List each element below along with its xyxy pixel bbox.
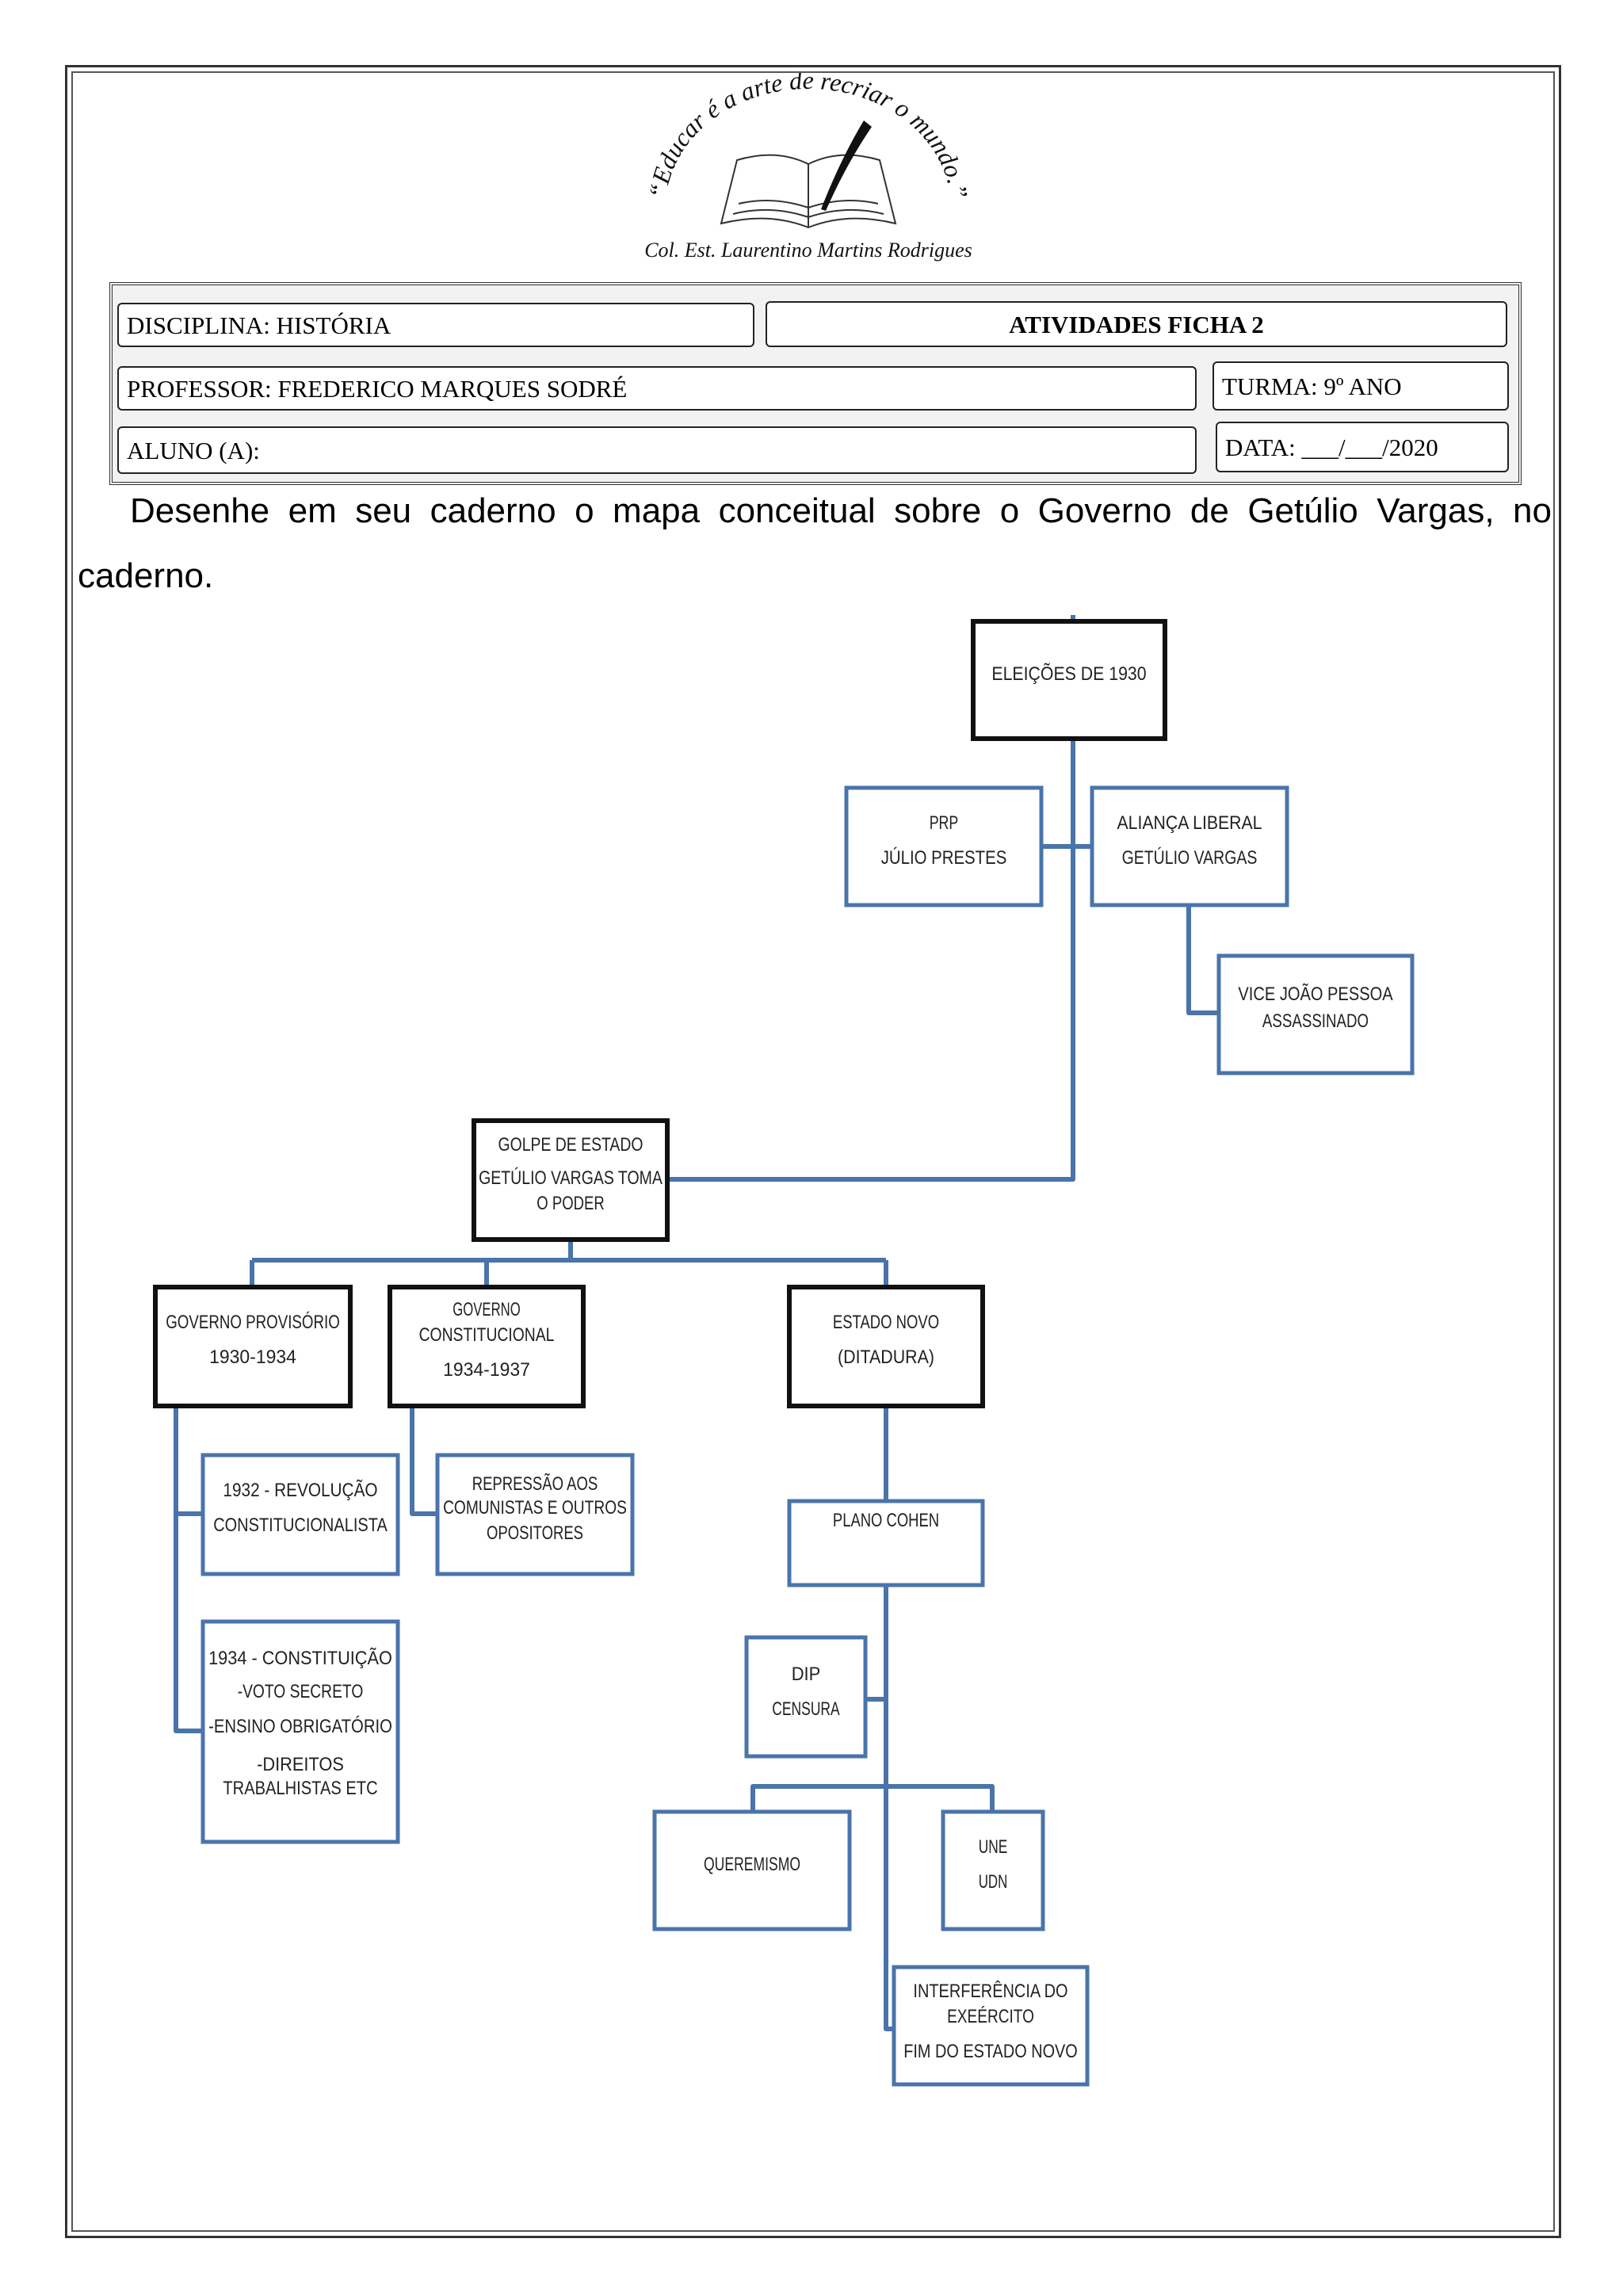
- connector-branch-provisorio: [174, 1406, 203, 1733]
- concept-node-provisorio: GOVERNO PROVISÓRIO 1930-1934: [153, 1285, 353, 1408]
- connector-branch-repressao: [410, 1406, 437, 1516]
- concept-label: TRABALHISTAS ETC: [223, 1778, 377, 1799]
- concept-node-constitucional: GOVERNO CONSTITUCIONAL 1934-1937: [388, 1285, 586, 1408]
- page-border: [65, 65, 1561, 2238]
- concept-box-repressao: [435, 1453, 635, 1576]
- concept-label: INTERFERÊNCIA DO: [913, 1981, 1067, 2002]
- connector-trunk-cohen: [884, 1585, 894, 2031]
- concept-label: PLANO COHEN: [833, 1510, 939, 1531]
- concept-node-queremismo: QUEREMISMO: [652, 1809, 852, 1931]
- instructions-text: Desenhe em seu caderno o mapa conceitual…: [78, 491, 1552, 595]
- concept-box-prp: [844, 785, 1044, 907]
- concept-node-interferencia: INTERFERÊNCIA DO EXEÉRCITO FIM DO ESTADO N…: [892, 1965, 1090, 2087]
- concept-box-golpe: [472, 1118, 670, 1242]
- connector-branch-vice: [1186, 905, 1219, 1015]
- concept-node-golpe: GOLPE DE ESTADO GETÚLIO VARGAS TOMA O PODE…: [472, 1118, 670, 1242]
- concept-label: PRP: [930, 812, 959, 834]
- concept-label: ESTADO NOVO: [833, 1312, 939, 1333]
- concept-box-eleicoes: [971, 619, 1167, 741]
- concept-label: GETÚLIO VARGAS TOMA: [479, 1167, 663, 1189]
- concept-label: O PODER: [537, 1193, 604, 1214]
- concept-box-alianca: [1090, 785, 1289, 907]
- concept-node-estado-novo: ESTADO NOVO (DITADURA): [787, 1285, 985, 1408]
- concept-box-dip: [744, 1635, 868, 1759]
- data-field[interactable]: DATA: ___/___/2020: [1216, 422, 1509, 472]
- concept-label: GOLPE DE ESTADO: [498, 1134, 643, 1156]
- concept-label: GETÚLIO VARGAS: [1122, 847, 1258, 869]
- concept-box-une: [941, 1809, 1045, 1931]
- concept-node-vice: VICE JOÃO PESSOA ASSASSINADO: [1216, 953, 1415, 1075]
- concept-box-provisorio: [153, 1285, 353, 1408]
- concept-label: OPOSITORES: [487, 1522, 583, 1544]
- concept-label: -ENSINO OBRIGATÓRIO: [208, 1716, 392, 1737]
- concept-node-cohen: PLANO COHEN: [787, 1499, 985, 1587]
- concept-label: CENSURA: [772, 1698, 839, 1720]
- ficha-title: ATIVIDADES FICHA 2: [766, 301, 1507, 347]
- connectors: [174, 615, 1219, 2031]
- disciplina-field: DISCIPLINA: HISTÓRIA: [117, 303, 754, 347]
- concept-label: JÚLIO PRESTES: [881, 847, 1007, 869]
- concept-box-vice: [1216, 953, 1415, 1075]
- open-book-icon: [720, 154, 897, 229]
- concept-label: ELEIÇÕES DE 1930: [991, 663, 1146, 685]
- concept-label: -VOTO SECRETO: [238, 1681, 364, 1702]
- concept-box-queremismo: [652, 1809, 852, 1931]
- concept-label: 1934-1937: [443, 1359, 530, 1381]
- connector-branch-quer-une: [750, 1784, 995, 1812]
- concept-label: UDN: [979, 1871, 1008, 1893]
- concept-label: COMUNISTAS E OUTROS: [443, 1497, 627, 1519]
- concept-box-constitucional: [388, 1285, 586, 1408]
- concept-node-alianca: ALIANÇA LIBERAL GETÚLIO VARGAS: [1090, 785, 1289, 907]
- concept-label: CONSTITUCIONAL: [419, 1324, 555, 1346]
- concept-box-estado-novo: [787, 1285, 985, 1408]
- concept-box-interferencia: [892, 1965, 1090, 2087]
- professor-field: PROFESSOR: FREDERICO MARQUES SODRÉ: [117, 366, 1197, 411]
- concept-label: -DIREITOS: [257, 1754, 344, 1775]
- concept-label: 1934 - CONSTITUIÇÃO: [208, 1648, 392, 1669]
- concept-label: ALIANÇA LIBERAL: [1117, 812, 1262, 834]
- connector-branch-golpe-gov: [250, 1240, 888, 1287]
- turma-field: TURMA: 9º ANO: [1212, 361, 1509, 411]
- aluno-field[interactable]: ALUNO (A):: [117, 426, 1197, 474]
- concept-label: UNE: [979, 1836, 1008, 1858]
- concept-node-dip: DIP CENSURA: [744, 1635, 868, 1759]
- concept-label: REPRESSÃO AOS: [472, 1473, 598, 1495]
- concept-box-cohen: [787, 1499, 985, 1587]
- concept-label: EXEÉRCITO: [947, 2006, 1034, 2027]
- concept-label: ASSASSINADO: [1262, 1010, 1369, 1032]
- concept-label: VICE JOÃO PESSOA: [1238, 984, 1392, 1005]
- concept-label: FIM DO ESTADO NOVO: [903, 2041, 1078, 2062]
- quill-pen-icon: [821, 120, 872, 211]
- concept-node-constituicao: 1934 - CONSTITUIÇÃO -VOTO SECRETO -ENSINO …: [200, 1619, 400, 1844]
- concept-node-eleicoes: ELEIÇÕES DE 1930: [971, 619, 1167, 741]
- concept-label: QUEREMISMO: [704, 1854, 800, 1875]
- concept-label: DIP: [792, 1664, 821, 1685]
- school-logo: “Educar é a arte de recriar o mundo.” Co…: [643, 73, 973, 262]
- concept-label: 1932 - REVOLUÇÃO: [223, 1480, 377, 1501]
- concept-box-constituicao: [200, 1619, 400, 1844]
- concept-label: 1930-1934: [209, 1347, 296, 1368]
- concept-node-prp: PRP JÚLIO PRESTES: [844, 785, 1044, 907]
- concept-label: GOVERNO: [453, 1299, 520, 1320]
- concept-box-revolucao: [200, 1453, 400, 1576]
- concept-label: GOVERNO PROVISÓRIO: [166, 1312, 340, 1333]
- concept-node-une: UNE UDN: [941, 1809, 1045, 1931]
- logo-school-name: Col. Est. Laurentino Martins Rodrigues: [644, 239, 972, 262]
- concept-node-revolucao: 1932 - REVOLUÇÃO CONSTITUCIONALISTA: [200, 1453, 400, 1576]
- connector-trunk-eleicoes-golpe: [667, 739, 1075, 1182]
- concept-label: CONSTITUCIONALISTA: [213, 1515, 388, 1536]
- concept-label: (DITADURA): [838, 1347, 934, 1368]
